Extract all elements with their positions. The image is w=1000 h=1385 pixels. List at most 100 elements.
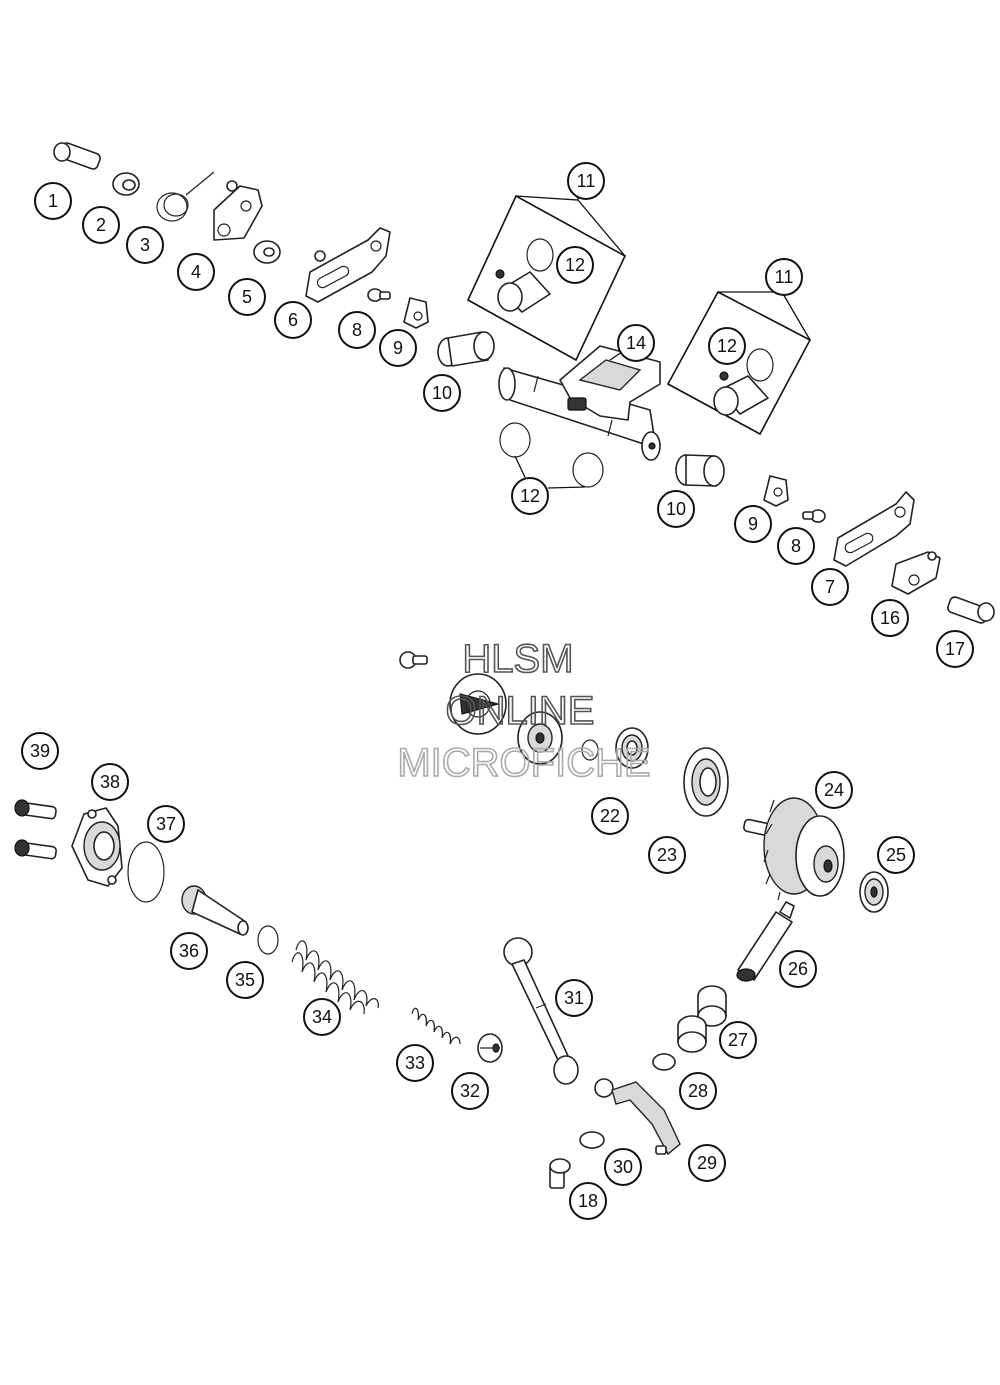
part-18-bolt [549, 1158, 571, 1189]
callout-18: 18 [569, 1182, 607, 1220]
part-14-exhaust-control-shaft [498, 345, 661, 461]
callout-5: 5 [228, 278, 266, 316]
callout-35: 35 [226, 961, 264, 999]
svg-text:10: 10 [666, 499, 686, 519]
svg-text:33: 33 [405, 1053, 425, 1073]
callout-8-right: 8 [777, 527, 815, 565]
callout-38: 38 [91, 763, 129, 801]
svg-text:39: 39 [30, 741, 50, 761]
part-36-shaft [181, 885, 249, 936]
callout-12: 12 [556, 246, 594, 284]
callout-9-right: 9 [734, 505, 772, 543]
callout-10-right: 10 [657, 490, 695, 528]
svg-text:30: 30 [613, 1157, 633, 1177]
callout-7: 7 [811, 568, 849, 606]
callout-37: 37 [147, 805, 185, 843]
watermark-line-3: MICROFICHE [397, 741, 650, 785]
callout-6: 6 [274, 301, 312, 339]
svg-text:5: 5 [242, 287, 252, 307]
callout-14: 14 [617, 324, 655, 362]
watermark: HLSM ONLINE MICROFICHE [397, 636, 652, 786]
part-17-bolt [947, 596, 995, 624]
svg-text:27: 27 [728, 1030, 748, 1050]
part-9-bracket [403, 297, 429, 329]
svg-text:1: 1 [48, 191, 58, 211]
part-9-bracket-right [763, 475, 789, 507]
svg-text:12: 12 [565, 255, 585, 275]
callout-3: 3 [126, 226, 164, 264]
part-23-bearing [683, 747, 729, 817]
svg-text:9: 9 [748, 514, 758, 534]
callout-11: 11 [567, 162, 605, 200]
part-12-oring-b [572, 452, 604, 488]
callout-34: 34 [303, 998, 341, 1036]
svg-text:37: 37 [156, 814, 176, 834]
part-30-washer [579, 1131, 605, 1149]
part-2-bushing [112, 172, 140, 196]
callout-12-right: 12 [708, 327, 746, 365]
callout-26: 26 [779, 950, 817, 988]
part-water-pump-impeller [449, 673, 507, 735]
svg-text:12: 12 [717, 336, 737, 356]
callout-11-right: 11 [765, 258, 803, 296]
part-4-lever-plate [213, 180, 263, 241]
part-25-bearing [859, 871, 889, 913]
callout-39: 39 [21, 732, 59, 770]
callout-9: 9 [379, 329, 417, 367]
part-7-control-lever [833, 491, 915, 567]
svg-text:3: 3 [140, 235, 150, 255]
part-5-washer [253, 240, 281, 264]
svg-text:35: 35 [235, 970, 255, 990]
part-29-chain-guide [594, 1078, 681, 1156]
svg-text:7: 7 [825, 577, 835, 597]
part-37-oring [127, 841, 165, 903]
callout-24: 24 [815, 771, 853, 809]
callout-31: 31 [555, 979, 593, 1017]
svg-text:2: 2 [96, 215, 106, 235]
svg-text:4: 4 [191, 262, 201, 282]
callout-8: 8 [338, 311, 376, 349]
svg-text:24: 24 [824, 780, 844, 800]
watermark-line-2: ONLINE [446, 689, 595, 733]
svg-text:25: 25 [886, 845, 906, 865]
svg-text:11: 11 [775, 267, 794, 287]
part-38-cover [71, 807, 123, 887]
svg-text:36: 36 [179, 941, 199, 961]
part-39-bolt [14, 799, 57, 820]
callout-12-bottom: 12 [511, 477, 549, 515]
part-small-oring [581, 739, 599, 761]
part-22-bearing [615, 727, 649, 769]
part-10-bushing-lower [675, 454, 725, 487]
part-33-spring [411, 1007, 461, 1045]
svg-text:26: 26 [788, 959, 808, 979]
kit-box-11-right [666, 290, 812, 436]
part-water-pump-bolt [399, 651, 428, 669]
part-35-washer [257, 925, 279, 955]
part-32-retainer [477, 1033, 503, 1063]
callout-23: 23 [648, 836, 686, 874]
callout-36: 36 [170, 932, 208, 970]
callout-33: 33 [396, 1044, 434, 1082]
part-24-gear-shaft [743, 797, 845, 901]
callout-16: 16 [871, 599, 909, 637]
callout-28: 28 [679, 1072, 717, 1110]
callout-4: 4 [177, 253, 215, 291]
svg-text:23: 23 [657, 845, 677, 865]
part-3-spring [156, 171, 215, 222]
callout-27: 27 [719, 1021, 757, 1059]
part-6-control-lever [305, 227, 391, 303]
kit-box-11-left [466, 194, 627, 362]
part-1-bolt [53, 142, 101, 170]
svg-text:17: 17 [945, 639, 965, 659]
part-28-washer [652, 1053, 676, 1071]
part-10-bushing-upper [437, 331, 495, 367]
watermark-line-1: HLSM [462, 637, 573, 681]
part-31-push-rod [503, 937, 579, 1085]
svg-text:28: 28 [688, 1081, 708, 1101]
callout-30: 30 [604, 1148, 642, 1186]
part-8-screw-right [802, 509, 826, 523]
svg-text:6: 6 [288, 310, 298, 330]
svg-text:10: 10 [432, 383, 452, 403]
callout-32: 32 [451, 1072, 489, 1110]
